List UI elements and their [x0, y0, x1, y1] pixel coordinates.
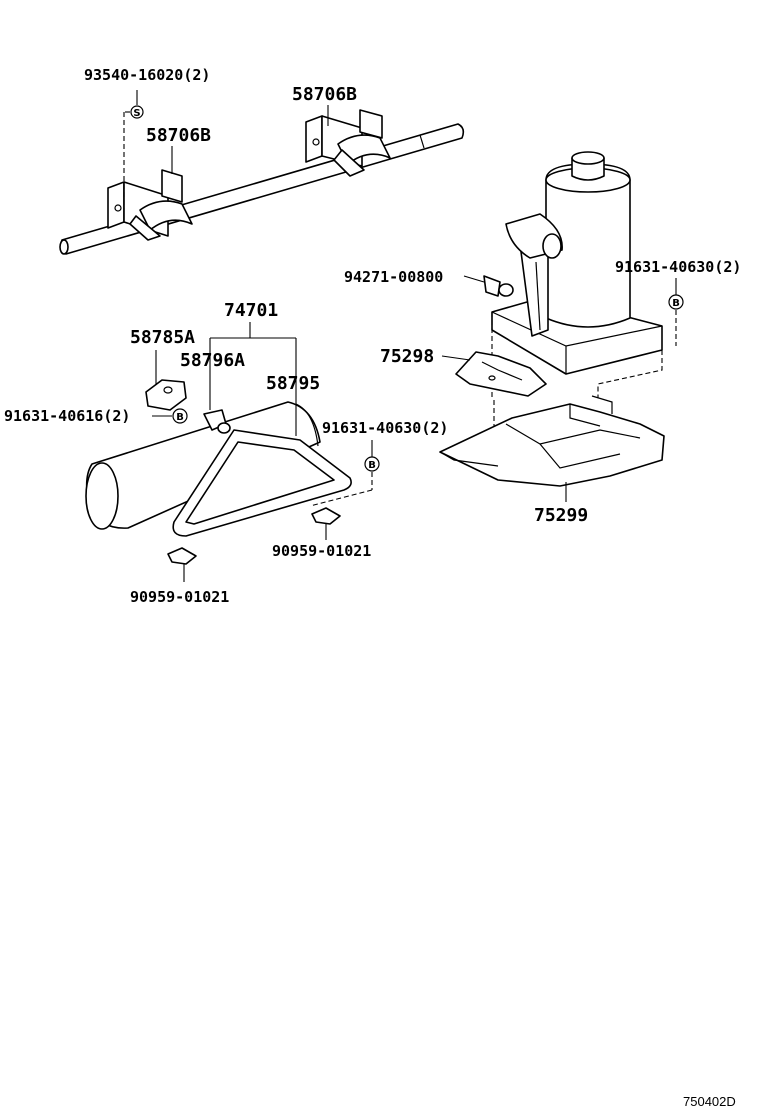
b-marker-mid: B — [364, 456, 380, 472]
label-75298: 75298 — [380, 346, 434, 367]
svg-text:B: B — [672, 298, 680, 309]
label-58785a: 58785A — [130, 327, 195, 348]
label-94271-00800: 94271-00800 — [344, 268, 443, 286]
svg-text:B: B — [368, 460, 376, 471]
label-91631-40616: 91631-40616(2) — [4, 407, 130, 425]
bottle-jack — [491, 151, 663, 375]
clip-90959-right — [311, 507, 341, 525]
bracket-75298 — [455, 351, 547, 397]
label-90959-01021-left: 90959-01021 — [130, 588, 229, 606]
label-75299: 75299 — [534, 505, 588, 526]
clamp-58706b-right — [305, 109, 391, 177]
label-58795: 58795 — [266, 373, 320, 394]
clip-90959-left — [167, 547, 197, 565]
tray-75299 — [439, 395, 665, 487]
label-91631-40630-mid: 91631-40630(2) — [322, 419, 448, 437]
svg-text:B: B — [176, 412, 184, 423]
release-screw — [483, 275, 514, 297]
label-58706b-top: 58706B — [292, 84, 357, 105]
label-58796a: 58796A — [180, 350, 245, 371]
clip-58796a — [203, 409, 231, 434]
b-marker-right: B — [668, 294, 684, 310]
b-marker-left: B — [172, 408, 188, 424]
label-93540-16020: 93540-16020(2) — [84, 66, 210, 84]
bracket-58785a — [145, 379, 187, 411]
diagram-code: 750402D — [683, 1094, 736, 1109]
label-90959-01021-right: 90959-01021 — [272, 542, 371, 560]
label-74701: 74701 — [224, 300, 278, 321]
s-marker: S — [130, 105, 144, 119]
label-58706b-left: 58706B — [146, 125, 211, 146]
label-91631-40630-right: 91631-40630(2) — [615, 258, 741, 276]
svg-text:S: S — [133, 108, 140, 119]
strap-58795 — [172, 429, 352, 537]
